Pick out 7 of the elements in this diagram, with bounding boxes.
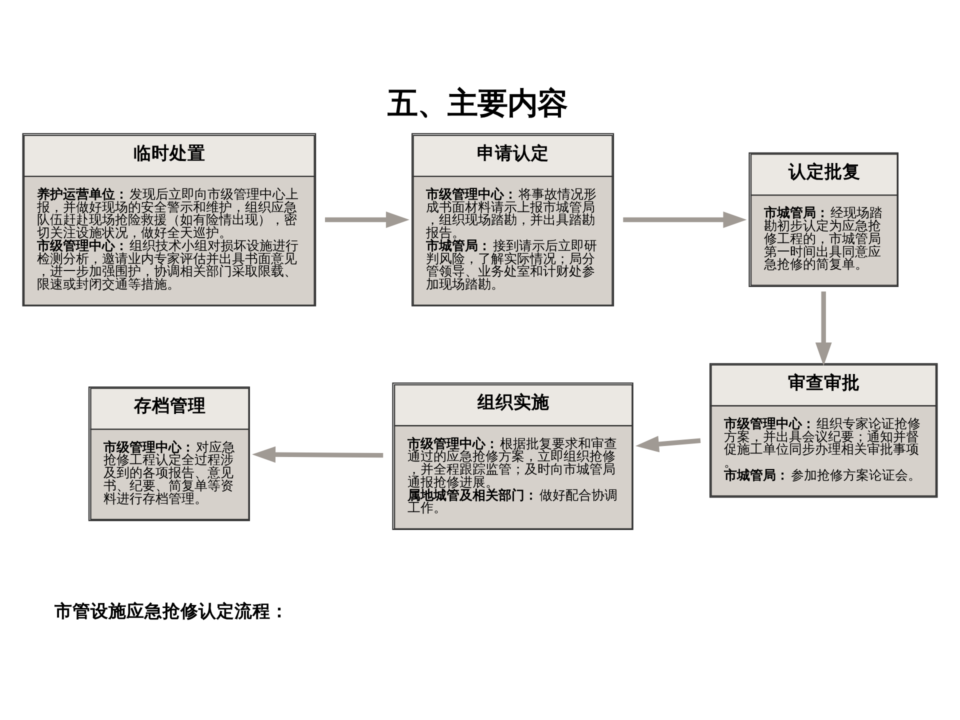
arrow [252, 446, 384, 462]
arrow [623, 211, 747, 228]
diagram-title: 五、主要内容 [388, 86, 568, 122]
arrow [635, 435, 701, 452]
arrow [325, 211, 410, 228]
arrow [815, 290, 832, 366]
label: 市管设施应急抢修认定流程： [54, 602, 288, 622]
